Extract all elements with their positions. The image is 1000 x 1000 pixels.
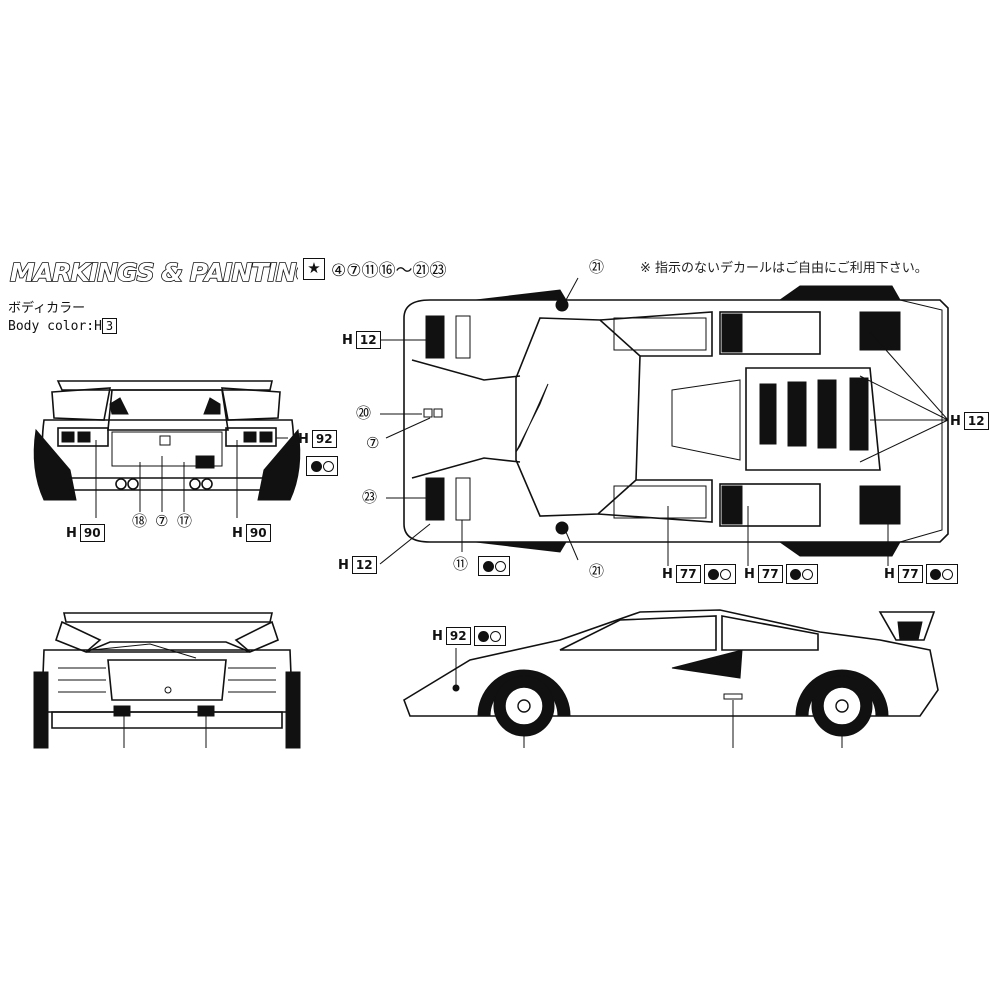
mix-symbol-icon [785,564,818,584]
star-icon: ★ [303,257,325,280]
paint-number: 12 [963,412,989,430]
h-prefix: H [950,413,961,429]
h-prefix: H [662,566,673,582]
h-prefix: H [298,431,309,447]
h-prefix: H [884,566,895,582]
decal-list: ★ ④⑦⑪⑯〜㉑㉓ [303,256,446,281]
callout-7: ⑦ [155,512,169,530]
side-view-drawing [403,609,939,748]
mix-symbol-icon [473,626,506,646]
paint-code-top-front-upper: H 12 [342,331,381,349]
body-color-label-jp: ボディカラー [8,301,86,316]
paint-number: 92 [311,430,337,448]
paint-code-top-side-1: H 77 [662,564,736,584]
top-view-drawing [379,277,949,566]
paint-code-top-side-2: H 77 [744,564,818,584]
callout-21-upper: ㉑ [589,258,605,276]
paint-number: 12 [355,331,381,349]
front-view-drawing [33,612,301,749]
paint-number: 12 [351,556,377,574]
h-prefix: H [342,332,353,348]
paint-number: 90 [245,524,271,542]
h-prefix: H [338,557,349,573]
callout-11: ⑪ [453,555,469,573]
h-prefix: H [66,525,77,541]
paint-code-rear-left: H 90 [66,524,105,542]
callout-17: ⑰ [177,512,193,530]
section-title-graphic: MARKINGS & PAINTING [9,257,298,288]
callout-18: ⑱ [132,512,148,530]
callout-20: ⑳ [356,404,372,422]
paint-code-top-engine: H 12 [950,412,989,430]
paint-number: 90 [79,524,105,542]
body-color-code: 3 [101,318,118,334]
paint-number: 77 [675,565,701,583]
section-title: MARKINGS & PAINTING [10,258,298,287]
decal-note: ※ 指示のないデカールはご自由にご利用下さい。 [640,261,928,276]
h-prefix: H [744,566,755,582]
mix-symbol-icon [306,456,338,476]
callout-7-top: ⑦ [366,434,380,452]
body-color-label-en: Body color:H [8,319,102,334]
decal-numbers: ④⑦⑪⑯〜㉑㉓ [331,261,447,281]
paint-code-side-lamp: H 92 [432,626,506,646]
mix-symbol-icon [703,564,736,584]
h-prefix: H [432,628,443,644]
paint-number: 77 [897,565,923,583]
rear-view-drawing [33,380,301,518]
callout-21-lower: ㉑ [589,562,605,580]
paint-code-top-side-3: H 77 [884,564,958,584]
paint-code-rear-lamp: H 92 [298,430,337,448]
paint-code-rear-right: H 90 [232,524,271,542]
mix-symbol-icon [478,556,510,576]
paint-number: 77 [757,565,783,583]
paint-code-top-front-lower: H 12 [338,556,377,574]
paint-number: 92 [445,627,471,645]
callout-23: ㉓ [362,488,378,506]
mix-symbol-icon [925,564,958,584]
h-prefix: H [232,525,243,541]
